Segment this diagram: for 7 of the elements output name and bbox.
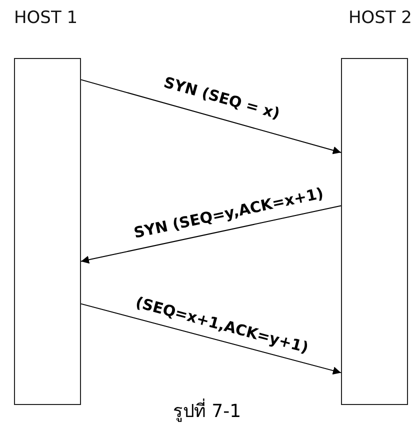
host-label: HOST 2 — [348, 8, 412, 28]
arrow — [80, 79, 342, 154]
edge-label: SYN (SEQ = x) — [162, 73, 282, 123]
host-label: HOST 1 — [14, 8, 78, 28]
arrow — [80, 205, 342, 264]
figure-caption: รูปที่ 7-1 — [172, 401, 242, 422]
arrow — [80, 303, 342, 375]
